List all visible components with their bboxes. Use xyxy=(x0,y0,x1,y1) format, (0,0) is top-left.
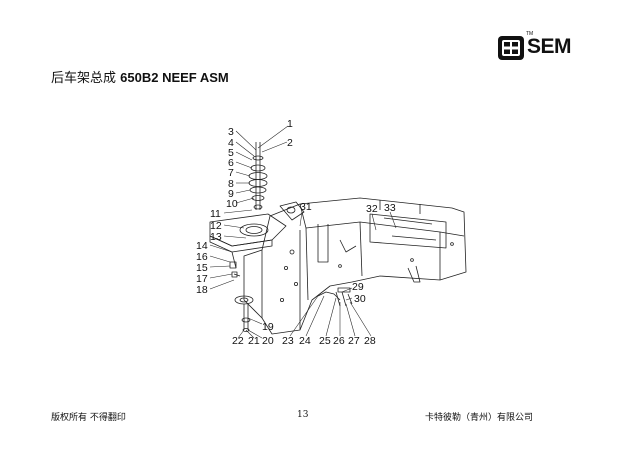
front-hinge-plate xyxy=(209,213,287,253)
callout-8: 8 xyxy=(228,178,234,190)
callout-17: 17 xyxy=(196,273,208,285)
callout-22: 22 xyxy=(232,335,244,347)
callout-2: 2 xyxy=(287,137,293,149)
callout-21: 21 xyxy=(248,335,260,347)
callout-24: 24 xyxy=(299,335,311,347)
leader-lines xyxy=(209,125,397,339)
page-title: 后车架总成 650B2 NEEF ASM xyxy=(51,67,229,86)
footer-company: 卡特彼勒（青州）有限公司 xyxy=(425,413,534,423)
page-number: 13 xyxy=(297,410,309,420)
callout-33: 33 xyxy=(384,202,396,214)
callout-5: 5 xyxy=(228,147,234,159)
callout-16: 16 xyxy=(196,251,208,263)
pivot-stack xyxy=(248,142,268,210)
callout-11: 11 xyxy=(210,208,221,220)
callout-27: 27 xyxy=(348,335,360,347)
callout-14: 14 xyxy=(196,240,208,252)
callout-30: 30 xyxy=(354,293,366,305)
callout-labels: 1 2 3 4 5 6 7 8 9 10 11 12 13 14 15 16 1… xyxy=(196,118,396,347)
callout-7: 7 xyxy=(228,167,234,179)
brand-text: SEM xyxy=(527,35,572,58)
callout-6: 6 xyxy=(228,157,234,169)
callout-20: 20 xyxy=(262,335,274,347)
rear-frame-body xyxy=(243,197,467,335)
footer-copyright: 版权所有 不得翻印 xyxy=(51,413,126,423)
callout-15: 15 xyxy=(196,262,208,274)
callout-10: 10 xyxy=(226,198,238,210)
callout-19: 19 xyxy=(262,321,274,333)
callout-29: 29 xyxy=(352,281,364,293)
title-chinese: 后车架总成 xyxy=(51,71,117,86)
callout-18: 18 xyxy=(196,284,208,296)
callout-28: 28 xyxy=(364,335,376,347)
lower-pivot-hardware xyxy=(229,251,254,332)
title-english: 650B2 NEEF ASM xyxy=(120,70,229,85)
callout-9: 9 xyxy=(228,188,234,200)
callout-25: 25 xyxy=(319,335,331,347)
callout-4: 4 xyxy=(228,137,234,149)
callout-26: 26 xyxy=(333,335,345,347)
callout-13: 13 xyxy=(210,231,222,243)
callout-23: 23 xyxy=(282,335,294,347)
callout-1: 1 xyxy=(287,118,293,130)
bolt-group xyxy=(317,287,353,307)
sem-logo-mark-icon xyxy=(498,36,524,60)
callout-3: 3 xyxy=(228,126,234,138)
callout-12: 12 xyxy=(210,220,222,232)
callout-31: 31 xyxy=(300,201,312,213)
trademark-mark: TM xyxy=(526,31,534,37)
sem-logo: TM SEM xyxy=(497,31,589,63)
callout-32: 32 xyxy=(366,203,378,215)
